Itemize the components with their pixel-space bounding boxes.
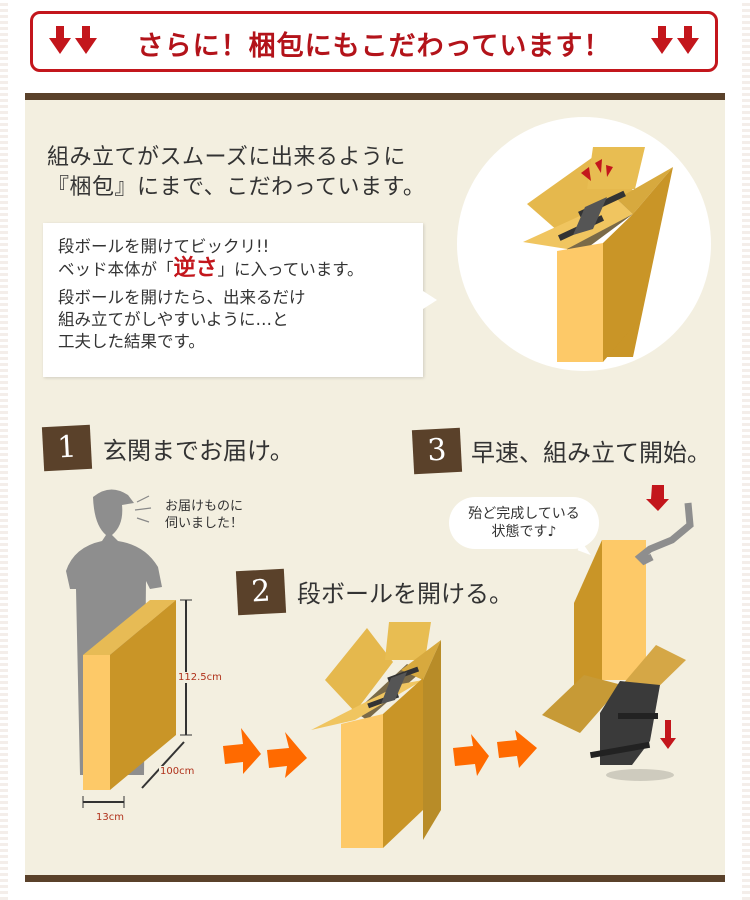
speech-lines-icon bbox=[134, 495, 152, 523]
step-1-label: 玄関までお届け。 bbox=[103, 437, 294, 465]
step-2-label: 段ボールを開ける。 bbox=[297, 580, 513, 608]
double-down-arrow-icon bbox=[49, 26, 97, 54]
step-3-label: 早速、組み立て開始。 bbox=[471, 439, 711, 467]
open-box-illustration bbox=[457, 117, 711, 371]
closed-box-icon bbox=[82, 599, 192, 808]
height-dimension: 112.5cm bbox=[177, 672, 223, 683]
delivery-speech: お届けものに 伺いました！ bbox=[165, 499, 244, 531]
step-2-badge: 2 bbox=[235, 568, 287, 616]
depth-dimension: 100cm bbox=[159, 766, 196, 777]
banner-title: さらに！梱包にもこだわっています！ bbox=[136, 31, 612, 62]
width-dimension: 13cm bbox=[95, 812, 125, 823]
step-1-badge: 1 bbox=[41, 424, 93, 472]
assembly-speech-bubble: 殆ど完成している 状態です♪ bbox=[449, 497, 599, 549]
packaging-panel: 組み立てがスムーズに出来るように 『梱包』にまで、こだわっています。 段ボールを… bbox=[25, 93, 725, 882]
double-down-arrow-icon bbox=[651, 26, 699, 54]
highlight-text: 逆さ bbox=[173, 256, 218, 281]
next-arrows-icon bbox=[223, 728, 307, 778]
step-3-badge: 3 bbox=[411, 427, 463, 475]
callout-bubble: 段ボールを開けてビックリ!! ベッド本体が「逆さ」に入っています。 段ボールを開… bbox=[43, 223, 437, 377]
header-banner: さらに！梱包にもこだわっています！ bbox=[30, 11, 718, 72]
next-arrows-icon bbox=[453, 730, 537, 776]
lifting-box-icon bbox=[542, 485, 694, 781]
open-box-icon bbox=[523, 147, 673, 362]
intro-text: 組み立てがスムーズに出来るように 『梱包』にまで、こだわっています。 bbox=[47, 145, 426, 200]
opened-box-icon bbox=[311, 622, 441, 848]
